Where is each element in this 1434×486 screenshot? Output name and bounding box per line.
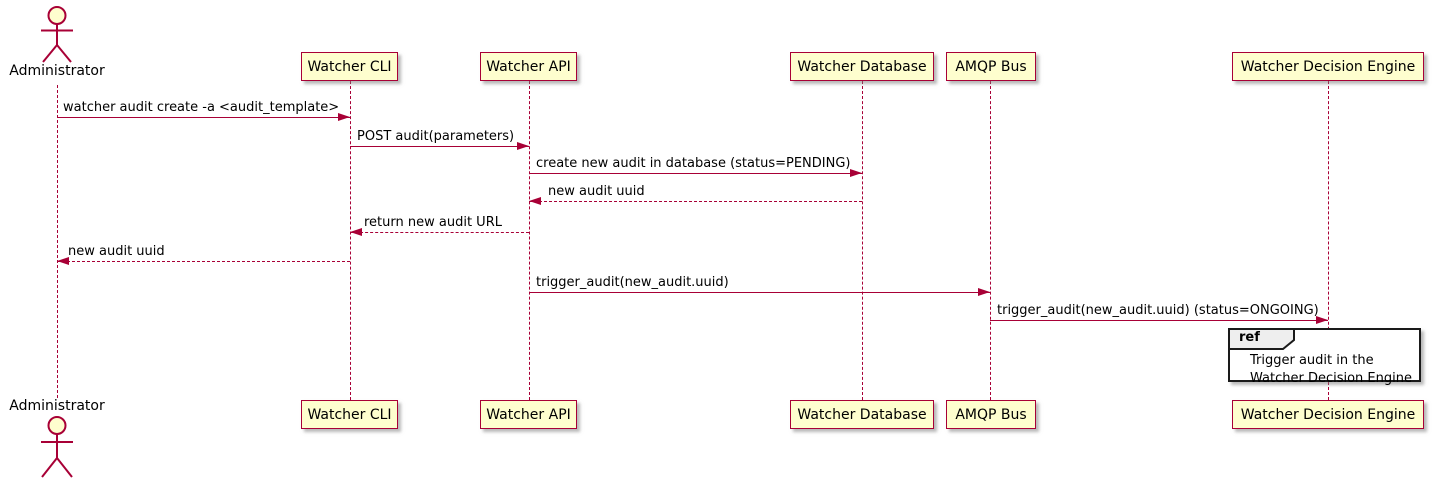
participant-watcher-decision-engine-top: Watcher Decision Engine <box>1232 52 1424 81</box>
participant-watcher-database-top: Watcher Database <box>790 52 934 81</box>
ref-text: Trigger audit in the Watcher Decision En… <box>1250 352 1412 388</box>
ref-keyword: ref <box>1239 330 1260 345</box>
message-arrow <box>990 320 1328 321</box>
participant-watcher-cli-bottom: Watcher CLI <box>301 400 398 429</box>
ref-tag-shape <box>1228 328 1295 350</box>
message-arrow <box>350 232 529 233</box>
message-arrow <box>529 292 990 293</box>
message-arrow <box>57 117 350 118</box>
lifeline-administrator <box>57 85 58 398</box>
participant-amqp-bus-bottom: AMQP Bus <box>946 400 1036 429</box>
arrowhead-icon <box>1316 316 1328 324</box>
arrowhead-icon <box>978 288 990 296</box>
arrowhead-icon <box>350 228 362 236</box>
lifeline-watcher-decision-engine <box>1328 81 1329 400</box>
message-arrow <box>529 173 862 174</box>
actor-label-top: Administrator <box>9 63 105 79</box>
ref-text-line2: Watcher Decision Engine <box>1250 371 1412 386</box>
actor-icon <box>41 6 73 63</box>
message-label: POST audit(parameters) <box>357 129 515 144</box>
arrowhead-icon <box>850 169 862 177</box>
message-label: watcher audit create -a <audit_template> <box>63 100 340 115</box>
lifeline-watcher-database <box>862 81 863 400</box>
message-label: new audit uuid <box>68 244 165 259</box>
message-label: trigger_audit(new_audit.uuid) <box>536 275 729 290</box>
arrowhead-icon <box>57 257 69 265</box>
participant-watcher-decision-engine-bottom: Watcher Decision Engine <box>1232 400 1424 429</box>
message-arrow <box>350 146 529 147</box>
participant-watcher-api-top: Watcher API <box>480 52 577 81</box>
message-arrow <box>57 261 350 262</box>
actor-icon <box>41 416 73 478</box>
ref-text-line1: Trigger audit in the <box>1250 353 1374 368</box>
lifeline-watcher-cli <box>350 81 351 400</box>
ref-fragment: ref Trigger audit in the Watcher Decisio… <box>1228 328 1421 386</box>
message-label: new audit uuid <box>548 184 645 199</box>
lifeline-amqp-bus <box>990 81 991 400</box>
arrowhead-icon <box>338 113 350 121</box>
participant-watcher-api-bottom: Watcher API <box>480 400 577 429</box>
lifeline-watcher-api <box>529 81 530 400</box>
actor-label-bottom: Administrator <box>9 398 105 414</box>
message-label: create new audit in database (status=PEN… <box>536 156 851 171</box>
participant-watcher-cli-top: Watcher CLI <box>301 52 398 81</box>
arrowhead-icon <box>517 142 529 150</box>
message-label: trigger_audit(new_audit.uuid) (status=ON… <box>997 303 1319 318</box>
participant-watcher-database-bottom: Watcher Database <box>790 400 934 429</box>
message-label: return new audit URL <box>364 215 502 230</box>
participant-amqp-bus-top: AMQP Bus <box>946 52 1036 81</box>
arrowhead-icon <box>529 197 541 205</box>
message-arrow <box>529 201 862 202</box>
